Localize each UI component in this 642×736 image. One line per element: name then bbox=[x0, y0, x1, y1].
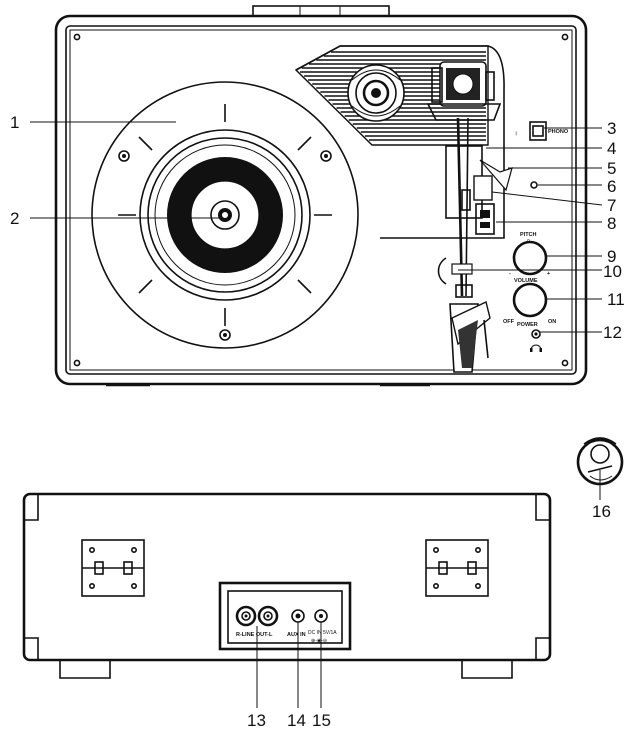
callout-4: 4 bbox=[607, 139, 616, 158]
off-label: OFF bbox=[503, 319, 515, 325]
callout-3: 3 bbox=[607, 119, 616, 138]
callout-2: 2 bbox=[10, 209, 19, 228]
callout-8: 8 bbox=[607, 214, 616, 233]
back-foot bbox=[461, 660, 513, 679]
hinge-left bbox=[81, 539, 145, 597]
corner-screw bbox=[73, 359, 81, 367]
rca-out-label: R-LINE OUT-L bbox=[236, 632, 273, 638]
rca-jack-left[interactable] bbox=[257, 605, 279, 627]
phono-switch[interactable]: PHONO ᛒ bbox=[515, 121, 569, 141]
aux-in-label: AUX IN bbox=[287, 632, 306, 638]
pitch-knob[interactable]: PITCH 0 - + VOLUME bbox=[509, 232, 550, 284]
rear-io-panel: R-LINE OUT-L AUX IN DC IN 5V/1A ⊕-◉-⊖ bbox=[218, 581, 352, 651]
pitch-minus-label: - bbox=[509, 271, 511, 277]
volume-power-knob[interactable]: POWER OFF ON bbox=[503, 282, 556, 328]
corner-screw bbox=[73, 33, 81, 41]
cabinet-outer bbox=[54, 14, 588, 386]
callout-numbers: 1 2 3 4 5 6 7 8 9 10 11 12 13 14 15 16 bbox=[10, 113, 625, 730]
status-led bbox=[530, 181, 538, 189]
dc-in-label: DC IN 5V/1A bbox=[308, 630, 337, 636]
on-label: ON bbox=[548, 319, 556, 325]
dc-polarity-symbol: ⊕-◉-⊖ bbox=[311, 638, 327, 644]
dc-in-jack[interactable] bbox=[314, 609, 328, 623]
rca-jack-right[interactable] bbox=[235, 605, 257, 627]
bluetooth-icon: ᛒ bbox=[515, 131, 518, 137]
arm-clip bbox=[473, 175, 493, 201]
corner-screw bbox=[561, 33, 569, 41]
leader-lines bbox=[30, 121, 603, 708]
headphone-jack[interactable] bbox=[530, 329, 542, 352]
arm-lift-base bbox=[437, 257, 447, 285]
deck-plate bbox=[69, 29, 573, 371]
callout-6: 6 bbox=[607, 177, 616, 196]
cabinet-inner bbox=[65, 25, 577, 375]
pitch-plus-label: + bbox=[547, 271, 550, 277]
tonearm bbox=[451, 117, 473, 298]
headshell bbox=[449, 301, 491, 373]
callout-12: 12 bbox=[603, 323, 622, 342]
callout-16: 16 bbox=[592, 502, 611, 521]
callout-13: 13 bbox=[247, 711, 266, 730]
callout-5: 5 bbox=[607, 159, 616, 178]
callout-1: 1 bbox=[10, 113, 19, 132]
callout-10: 10 bbox=[603, 262, 622, 281]
tonearm-base bbox=[426, 61, 502, 121]
back-foot bbox=[59, 660, 111, 679]
pitch-label: PITCH bbox=[520, 232, 537, 238]
corner-screw bbox=[561, 359, 569, 367]
phono-label: PHONO bbox=[548, 129, 569, 135]
45rpm-adapter bbox=[576, 437, 624, 486]
callout-14: 14 bbox=[287, 711, 306, 730]
aux-in-jack[interactable] bbox=[291, 609, 305, 623]
top-view: PHONO ᛒ PITCH 0 - + VOLUME POWER OFF ON bbox=[54, 5, 588, 387]
back-view: R-LINE OUT-L AUX IN DC IN 5V/1A ⊕-◉-⊖ bbox=[22, 492, 552, 679]
callout-7: 7 bbox=[607, 196, 616, 215]
carry-handle bbox=[252, 5, 390, 17]
hinge-right bbox=[425, 539, 489, 597]
power-label: POWER bbox=[517, 322, 538, 328]
callout-11: 11 bbox=[607, 290, 625, 309]
pitch-zero-label: 0 bbox=[527, 239, 530, 245]
platter bbox=[91, 81, 359, 349]
callout-9: 9 bbox=[607, 247, 616, 266]
auto-stop-switch[interactable] bbox=[475, 203, 495, 235]
back-cabinet bbox=[22, 492, 552, 662]
callout-15: 15 bbox=[312, 711, 331, 730]
volume-label: VOLUME bbox=[514, 278, 538, 284]
